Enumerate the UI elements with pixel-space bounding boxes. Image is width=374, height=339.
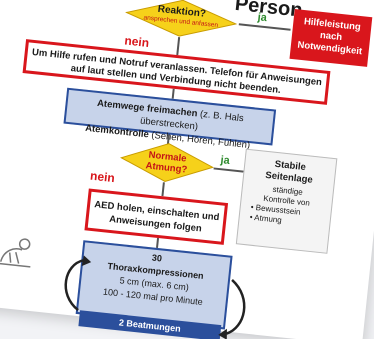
recovery-box: Stabile Seitenlage ständige Kontrolle vo… bbox=[235, 148, 338, 254]
cpr-illustration-icon bbox=[0, 238, 31, 268]
decision-breathing: Normale Atmung? bbox=[118, 138, 216, 188]
cycle-arrows bbox=[64, 255, 246, 339]
no-label-2: nein bbox=[89, 168, 116, 186]
yes-label-2: ja bbox=[219, 154, 231, 168]
decision-reaction: Reaktion? ansprechen und anfassen bbox=[123, 0, 238, 43]
aed-box: AED holen, einschalten und Anweisungen f… bbox=[84, 188, 229, 245]
decision-diamond-shape bbox=[124, 0, 238, 37]
yes-connector-2 bbox=[213, 167, 244, 173]
recovery-bullet-2-text: Atmung bbox=[253, 212, 283, 225]
connector-1 bbox=[176, 37, 181, 56]
cycle-arrow-left bbox=[64, 259, 84, 312]
connector-2 bbox=[171, 88, 175, 99]
connector-5 bbox=[156, 237, 160, 249]
airway-box: Atemwege freimachen (z. B. Hals überstre… bbox=[63, 87, 277, 151]
cycle-arrow-right-head bbox=[218, 328, 227, 339]
yes-label-1: ja bbox=[257, 11, 268, 25]
yes-connector bbox=[238, 23, 291, 31]
connector-4 bbox=[161, 182, 165, 197]
help-box: Hilfeleistung nach Notwendigkeit bbox=[289, 9, 373, 67]
cycle-arrow-right bbox=[225, 279, 246, 335]
decision-diamond-shape-2 bbox=[119, 143, 215, 182]
cycle-arrow-left-head bbox=[81, 255, 92, 267]
no-label-1: nein bbox=[123, 33, 150, 50]
